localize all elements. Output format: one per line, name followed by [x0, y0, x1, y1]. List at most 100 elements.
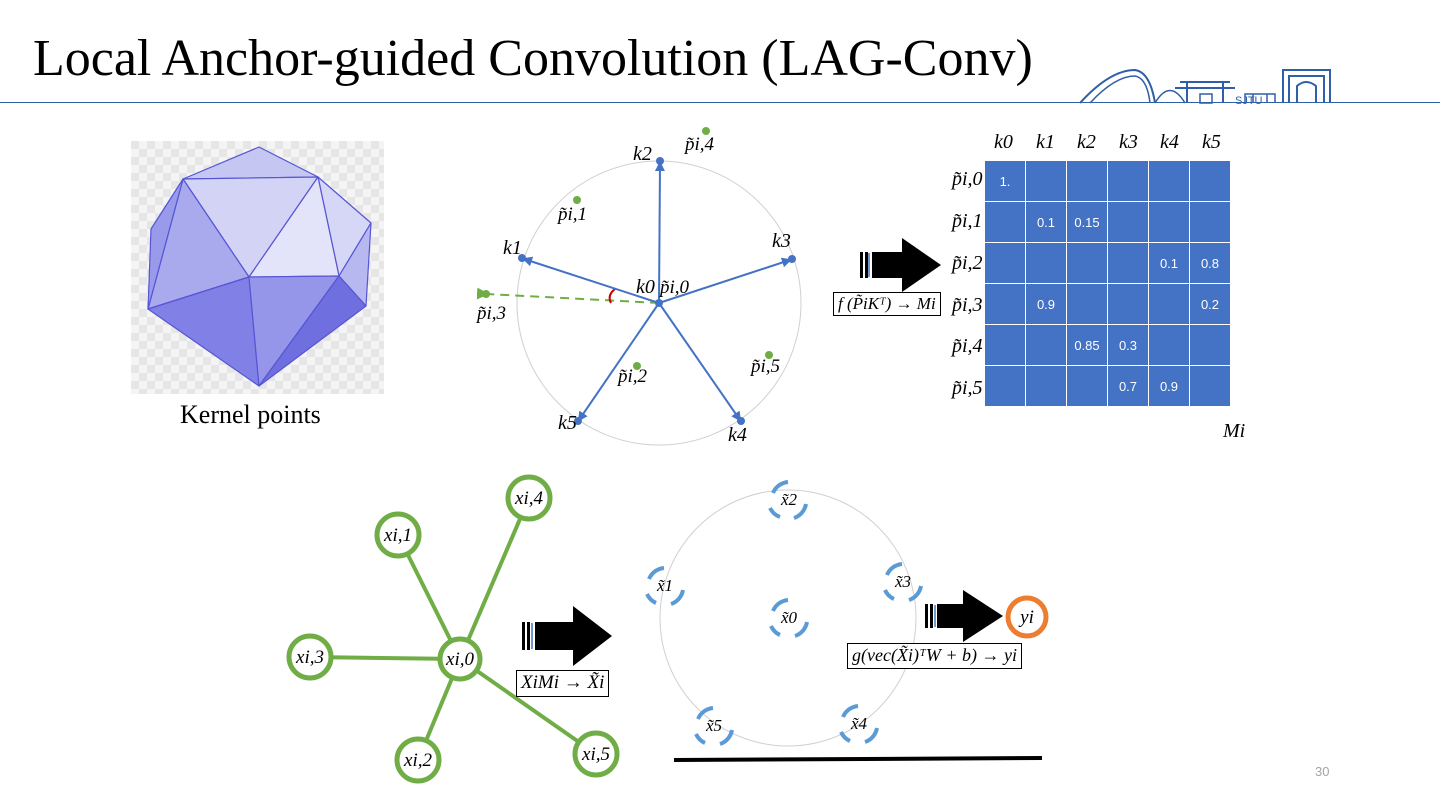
matrix-cell	[984, 283, 1026, 325]
matrix-cell: 0.2	[1189, 283, 1231, 325]
label-anchor-5: p̃i,5	[749, 356, 780, 377]
graph-node-3	[286, 633, 334, 681]
matrix-cell	[1025, 324, 1067, 366]
graph-label-1: xi,1	[383, 525, 412, 546]
kernel-vector-k5	[577, 302, 660, 422]
anchor-point-5	[765, 351, 773, 359]
feature-label-2: x̃2	[780, 490, 798, 509]
matrix-row: 1.	[984, 160, 1231, 202]
matrix-cell: 0.85	[1066, 324, 1108, 366]
matrix-cell	[1025, 242, 1067, 284]
graph-node-0	[437, 636, 483, 682]
matrix-cell: 0.1	[1025, 201, 1067, 243]
matrix-cell	[1025, 160, 1067, 202]
matrix-row-header-2: p̃i,2	[952, 252, 983, 274]
matrix-cell	[1148, 283, 1190, 325]
edge-0-5	[458, 657, 598, 756]
matrix-cell: 1.	[984, 160, 1026, 202]
anchor-point-4	[702, 127, 710, 135]
anchor-point-3	[482, 290, 490, 298]
matrix-cell	[1107, 283, 1149, 325]
title-rule	[0, 102, 1440, 103]
graph-label-2: xi,2	[403, 750, 432, 771]
matrix-col-header-1: k1	[1036, 131, 1055, 153]
feature-circle	[659, 489, 917, 747]
matrix-cell	[1066, 160, 1108, 202]
label-k4: k4	[728, 424, 747, 446]
feature-label-4: x̃4	[850, 714, 868, 733]
feature-node-0	[769, 598, 809, 638]
matrix-col-header-0: k0	[994, 131, 1013, 153]
feature-node-3	[883, 562, 923, 602]
matrix-row-header-5: p̃i,5	[952, 377, 983, 399]
matrix-cell	[1066, 242, 1108, 284]
edge-0-3	[309, 655, 461, 661]
anchor-dashed-arrow	[476, 287, 660, 304]
kernel-polyhedron-image	[131, 141, 384, 394]
matrix-cell	[1189, 324, 1231, 366]
kernel-point-k4	[737, 417, 745, 425]
page-number: 30	[1315, 764, 1330, 779]
graph-node-1	[374, 511, 422, 559]
label-anchor-0: p̃i,0	[658, 277, 690, 298]
kernel-point-k1	[518, 254, 526, 262]
graph-label-5: xi,5	[581, 744, 610, 765]
kernel-point-k2	[656, 157, 664, 165]
feature-node-2	[768, 480, 808, 520]
matrix-cell	[1107, 201, 1149, 243]
formula-box-top: f (P̃iKᵀ) → Mi	[833, 292, 941, 317]
kernel-vector-k3	[658, 257, 792, 304]
kernel-caption: Kernel points	[180, 400, 321, 429]
angle-arc	[608, 288, 616, 304]
feature-label-3: x̃3	[894, 572, 911, 591]
matrix-cell: 0.9	[1025, 283, 1067, 325]
matrix-cell: 0.8	[1189, 242, 1231, 284]
matrix-row-header-3: p̃i,3	[952, 294, 983, 316]
matrix-col-header-3: k3	[1119, 131, 1138, 153]
matrix-col-header-4: k4	[1160, 131, 1179, 153]
matrix-cell	[984, 201, 1026, 243]
label-anchor-1: p̃i,1	[556, 204, 587, 225]
label-anchor-3: p̃i,3	[475, 303, 506, 324]
matrix-name: Mi	[1223, 420, 1246, 442]
anchor-point-2	[633, 362, 641, 370]
kernel-point-k0	[655, 299, 663, 307]
block-arrow-middle	[522, 606, 612, 666]
label-k1: k1	[503, 237, 522, 259]
block-arrow-output	[925, 590, 1003, 642]
output-label: yi	[1018, 607, 1034, 628]
matrix-cell	[1148, 160, 1190, 202]
matrix-row: 0.9 0.2	[984, 283, 1231, 325]
graph-node-4	[505, 474, 553, 522]
matrix-row-header-4: p̃i,4	[952, 335, 983, 357]
formula-box-output: g(vec(X̃i)ᵀW + b) → yi	[847, 643, 1023, 669]
block-arrow-top	[860, 238, 941, 292]
matrix-col-header-5: k5	[1202, 131, 1221, 153]
matrix-col-header-2: k2	[1077, 131, 1096, 153]
matrix-cell	[1189, 201, 1231, 243]
matrix-cell: 0.15	[1066, 201, 1108, 243]
matrix-cell	[1189, 160, 1231, 202]
kernel-vector-k1	[522, 256, 660, 304]
graph-label-4: xi,4	[514, 488, 543, 509]
matrix-cell	[984, 242, 1026, 284]
logo-text: SJTU	[1235, 95, 1263, 106]
ink-underline	[673, 756, 1043, 762]
label-anchor-2: p̃i,2	[616, 366, 648, 387]
anchor-point-1	[573, 196, 581, 204]
matrix-cell	[1066, 283, 1108, 325]
university-logo: SJTU	[1079, 68, 1331, 106]
matrix-row-header-0: p̃i,0	[952, 168, 983, 190]
feature-label-0: x̃0	[780, 608, 798, 627]
edge-0-4	[458, 497, 531, 660]
label-k2: k2	[633, 143, 652, 165]
graph-label-3: xi,3	[295, 647, 324, 668]
slide-title: Local Anchor-guided Convolution (LAG-Con…	[33, 30, 1033, 87]
matrix-cell: 0.1	[1148, 242, 1190, 284]
kernel-vector-k2	[654, 161, 665, 304]
